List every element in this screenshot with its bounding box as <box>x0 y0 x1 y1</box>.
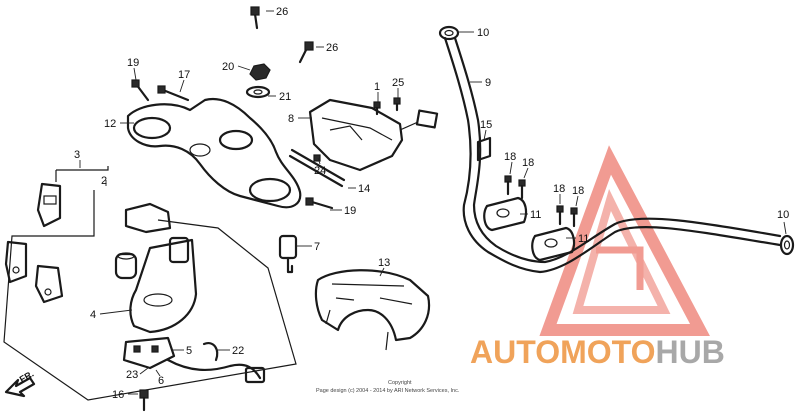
leader-lines <box>79 10 787 395</box>
bolt-26-top <box>250 6 260 30</box>
bolt-26-mid <box>298 41 314 64</box>
label-2: 2 <box>101 175 107 187</box>
label-9: 9 <box>485 77 491 89</box>
front-direction-arrow <box>4 376 36 398</box>
label-7: 7 <box>314 241 320 253</box>
label-16: 16 <box>112 389 124 401</box>
copyright-title: Copyright <box>388 380 412 386</box>
label-6: 6 <box>158 375 164 387</box>
key-7 <box>278 234 298 274</box>
label-18: 18 <box>504 151 516 163</box>
washer-21 <box>245 85 271 99</box>
label-19: 19 <box>127 57 139 69</box>
bracket-lines <box>3 166 297 401</box>
label-3: 3 <box>74 149 80 161</box>
watermark-text: AUTOMOTOHUB <box>470 334 725 370</box>
handlebar-holder-lower <box>531 226 576 262</box>
label-26: 26 <box>276 6 288 18</box>
label-20: 20 <box>222 61 234 73</box>
clip-15 <box>476 136 492 162</box>
top-bridge <box>126 97 302 209</box>
label-24: 24 <box>314 165 326 177</box>
screw-1 <box>373 101 381 116</box>
label-13: 13 <box>378 257 390 269</box>
callout-labels: 26 26 10 19 17 20 21 1 25 9 12 8 15 3 18… <box>74 6 789 401</box>
pin-24 <box>313 154 321 162</box>
label-4: 4 <box>90 309 96 321</box>
grip-end-right <box>779 234 795 256</box>
label-10: 10 <box>777 209 789 221</box>
switch-base-5 <box>122 336 176 370</box>
bolt-18-set <box>504 175 578 228</box>
label-1: 1 <box>374 81 380 93</box>
label-11: 11 <box>530 209 541 221</box>
ignition-switch-4 <box>129 236 198 334</box>
label-18: 18 <box>572 185 584 197</box>
label-23: 23 <box>126 369 138 381</box>
watermark-logo <box>539 145 710 336</box>
label-19: 19 <box>344 205 356 217</box>
bolt-17 <box>157 85 190 102</box>
bolt-19-upper <box>131 79 150 102</box>
wire-harness <box>166 342 266 384</box>
label-15: 15 <box>480 119 492 131</box>
grip-end-top <box>438 25 460 41</box>
copyright-text: Page design (c) 2004 - 2014 by ARI Netwo… <box>316 388 460 394</box>
label-11: 11 <box>578 233 589 245</box>
cap-left-a <box>4 240 28 284</box>
label-12: 12 <box>104 118 116 130</box>
handlebar-holder-upper <box>483 196 528 232</box>
label-8: 8 <box>288 113 294 125</box>
switch-3 <box>36 182 62 228</box>
label-14: 14 <box>358 183 370 195</box>
lock-body-top <box>124 202 172 234</box>
label-18: 18 <box>553 183 565 195</box>
top-cover <box>308 98 439 172</box>
cover-13 <box>314 269 431 351</box>
screw-25 <box>393 97 401 112</box>
rod-14 <box>288 148 346 188</box>
label-10: 10 <box>477 27 489 39</box>
nut-20 <box>249 63 271 81</box>
cap-left-b <box>34 264 64 304</box>
label-18: 18 <box>522 157 534 169</box>
label-25: 25 <box>392 77 404 89</box>
screw-16 <box>139 389 149 412</box>
label-26: 26 <box>326 42 338 54</box>
label-5: 5 <box>186 345 192 357</box>
bolt-19-lower <box>305 197 334 210</box>
label-17: 17 <box>178 69 190 81</box>
barrel-small <box>114 252 138 280</box>
label-21: 21 <box>279 91 291 103</box>
handlebar <box>443 36 782 274</box>
label-22: 22 <box>232 345 244 357</box>
